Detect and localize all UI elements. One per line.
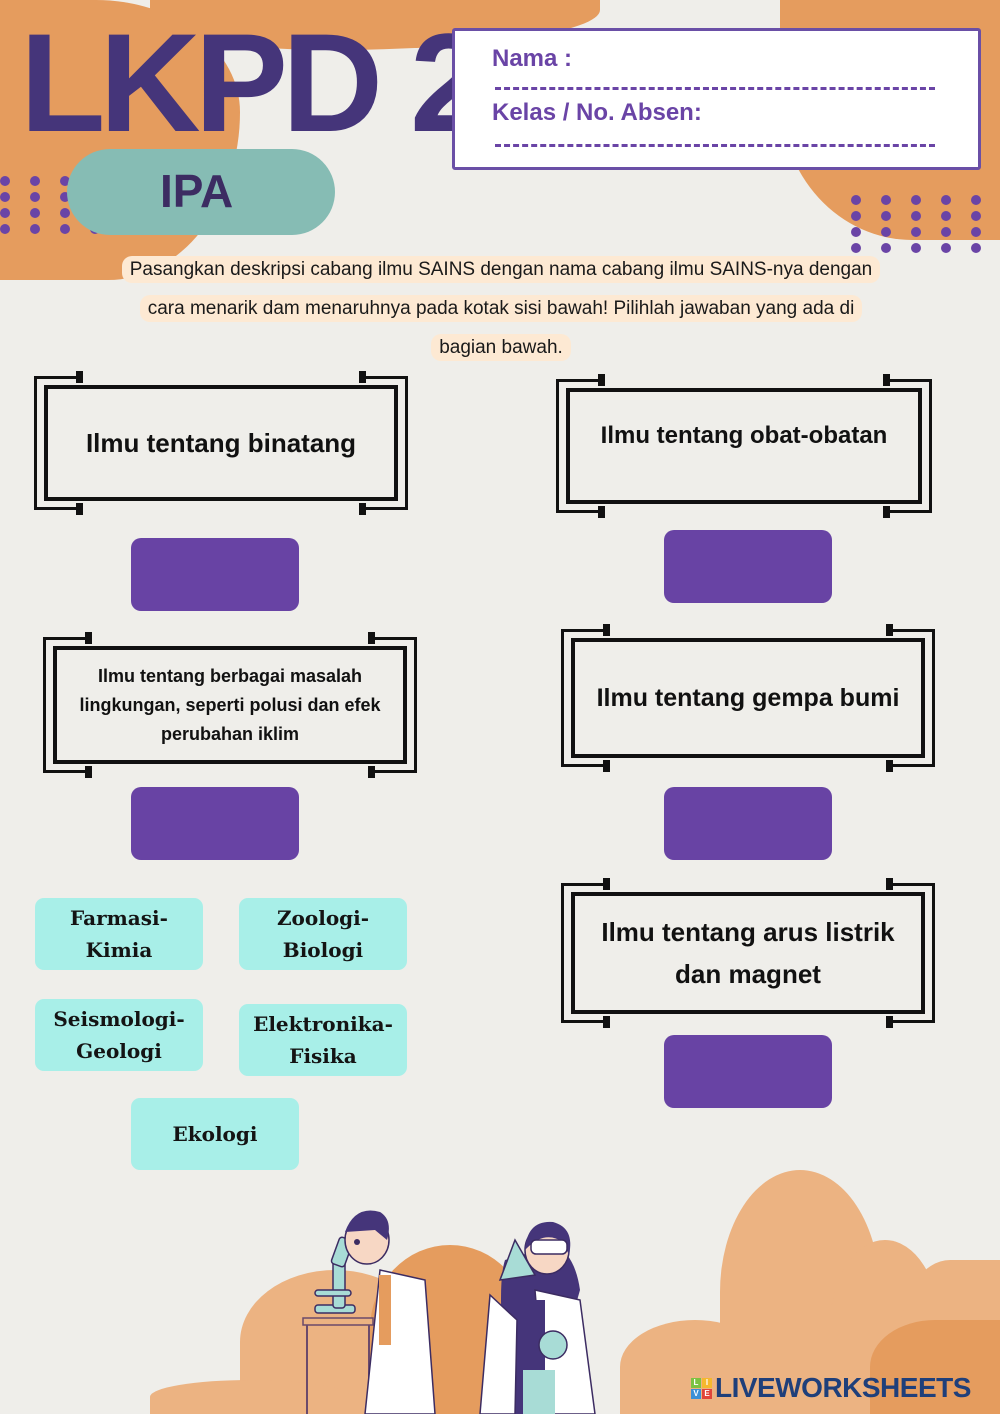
round-flask-icon: [538, 1330, 568, 1360]
answer-chip[interactable]: Ekologi: [131, 1098, 299, 1170]
answer-drop-zone[interactable]: [664, 530, 832, 603]
class-input-line[interactable]: [495, 144, 935, 147]
answer-chip-line: Farmasi-: [70, 906, 168, 930]
question-text: Ilmu tentang arus listrik dan magnet: [571, 892, 925, 1014]
answer-chip-line: Geologi: [76, 1039, 162, 1063]
answer-chip[interactable]: Zoologi- Biologi: [239, 898, 407, 970]
instructions-line-1: Pasangkan deskripsi cabang ilmu SAINS de…: [121, 256, 881, 283]
answer-chip-line: Kimia: [85, 938, 153, 962]
question-card: Ilmu tentang arus listrik dan magnet: [561, 878, 935, 1028]
instructions: Pasangkan deskripsi cabang ilmu SAINS de…: [68, 250, 934, 367]
flask-icon: [498, 1238, 537, 1281]
scientists-illustration: [302, 1210, 596, 1414]
table-icon: [302, 1317, 374, 1326]
liveworksheets-logo[interactable]: L I V E LIVEWORKSHEETS: [691, 1372, 971, 1404]
answer-chip[interactable]: Farmasi- Kimia: [35, 898, 203, 970]
class-label: Kelas / No. Absen:: [492, 99, 702, 126]
question-card: Ilmu tentang berbagai masalah lingkungan…: [43, 632, 417, 778]
answer-chip-line: Biologi: [282, 938, 364, 962]
name-input-line[interactable]: [495, 87, 935, 90]
answer-chip[interactable]: Seismologi- Geologi: [35, 999, 203, 1071]
question-text: Ilmu tentang gempa bumi: [571, 638, 925, 758]
answer-drop-zone[interactable]: [131, 538, 299, 611]
answer-chip-line: Seismologi-: [53, 1007, 185, 1031]
answer-chip-line: Ekologi: [172, 1122, 258, 1146]
logo-mark-icon: L I V E: [691, 1377, 712, 1399]
answer-chip-line: Zoologi-: [276, 906, 370, 930]
question-text: Ilmu tentang binatang: [44, 385, 398, 501]
microscope-icon: [314, 1236, 356, 1314]
question-card: Ilmu tentang gempa bumi: [561, 624, 935, 772]
decorative-hill: [150, 1380, 350, 1414]
decorative-hill: [870, 1320, 1000, 1414]
answer-drop-zone[interactable]: [131, 787, 299, 860]
instructions-line-2: cara menarik dam menaruhnya pada kotak s…: [139, 295, 863, 322]
question-card: Ilmu tentang obat-obatan: [556, 374, 932, 518]
question-text: Ilmu tentang berbagai masalah lingkungan…: [53, 646, 407, 764]
goggles-icon: [530, 1239, 568, 1255]
decorative-dots-right: [851, 195, 1000, 259]
male-scientist-icon: [344, 1210, 436, 1414]
answer-chip-line: Elektronika-: [253, 1012, 393, 1036]
name-label: Nama :: [492, 45, 573, 72]
answer-drop-zone[interactable]: [664, 1035, 832, 1108]
question-text: Ilmu tentang obat-obatan: [566, 388, 922, 504]
subject-pill: [67, 149, 335, 235]
female-scientist-icon: [479, 1221, 596, 1414]
identity-box: Nama : Kelas / No. Absen:: [452, 28, 981, 170]
answer-drop-zone[interactable]: [664, 787, 832, 860]
subject-label: IPA: [160, 165, 234, 217]
logo-text: LIVEWORKSHEETS: [715, 1372, 971, 1403]
answer-chip[interactable]: Elektronika- Fisika: [239, 1004, 407, 1076]
question-card: Ilmu tentang binatang: [34, 371, 408, 515]
page-title: LKPD 2: [20, 4, 488, 161]
answer-chip-line: Fisika: [289, 1044, 357, 1068]
instructions-line-3: bagian bawah.: [431, 334, 571, 361]
